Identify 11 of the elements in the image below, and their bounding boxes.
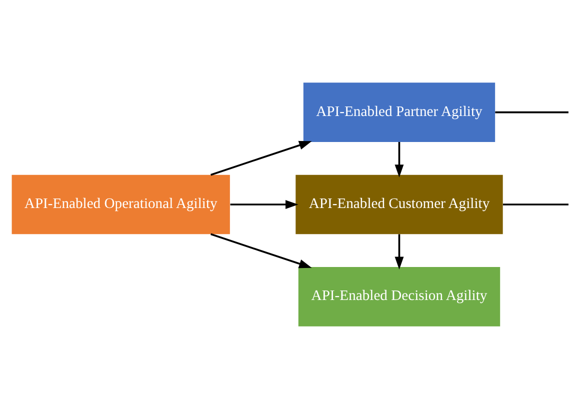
arrow	[210, 140, 312, 176]
arrow	[394, 142, 404, 178]
node-box: API-Enabled Partner Agility	[303, 82, 496, 142]
node-box: API-Enabled Operational Agility	[12, 174, 230, 234]
arrow	[394, 234, 404, 270]
arrow	[210, 233, 312, 268]
arrow	[230, 200, 298, 209]
connector	[502, 204, 568, 206]
node-box: API-Enabled Decision Agility	[298, 267, 500, 326]
node-box: API-Enabled Customer Agility	[296, 174, 503, 234]
connector	[495, 111, 568, 114]
